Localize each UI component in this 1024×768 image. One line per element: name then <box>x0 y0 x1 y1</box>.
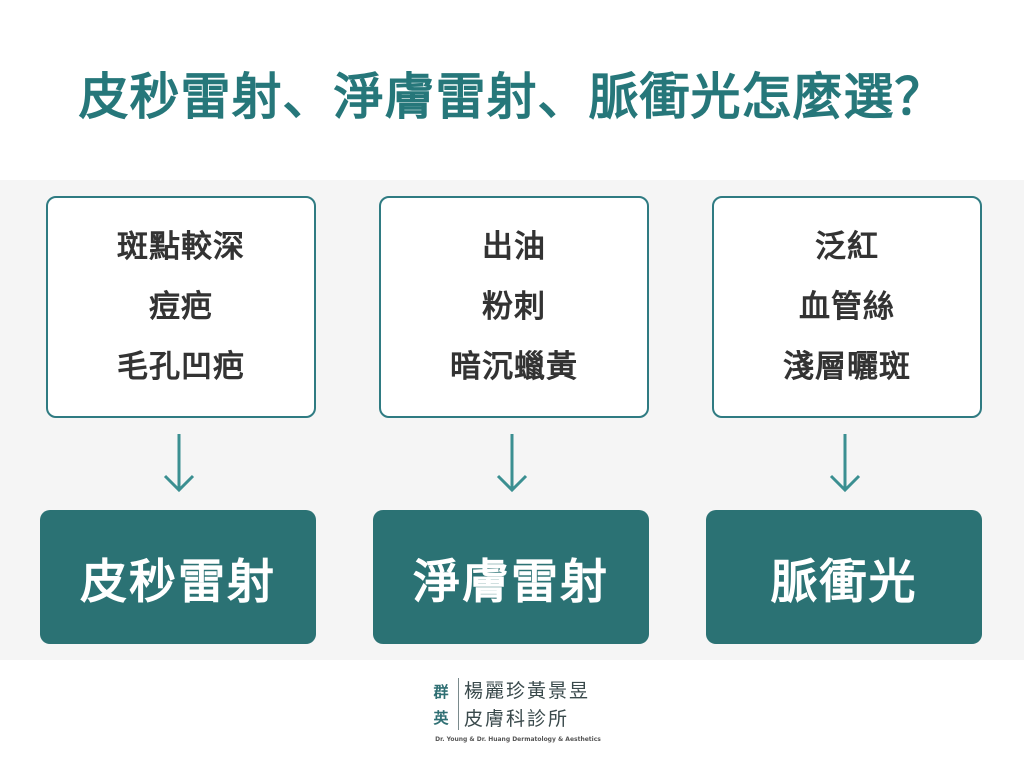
result-box-toning-laser: 淨膚雷射 <box>373 510 649 644</box>
symptom-item: 粉刺 <box>482 289 546 325</box>
clinic-logo: 群 英 楊麗珍黃景昱 皮膚科診所 Dr. Young & Dr. Huang D… <box>418 676 618 756</box>
result-label: 淨膚雷射 <box>413 554 609 610</box>
page-title: 皮秒雷射、淨膚雷射、脈衝光怎麼選？ <box>78 68 946 126</box>
symptom-box: 出油 粉刺 暗沉蠟黃 <box>379 196 649 418</box>
symptom-item: 泛紅 <box>815 229 879 265</box>
symptom-item: 痘疤 <box>149 289 213 325</box>
logo-english-name: Dr. Young & Dr. Huang Dermatology & Aest… <box>435 736 601 743</box>
symptom-item: 血管絲 <box>799 289 895 325</box>
result-box-ipl: 脈衝光 <box>706 510 982 644</box>
symptom-box: 斑點較深 痘疤 毛孔凹疤 <box>46 196 316 418</box>
logo-clinic-names: 楊麗珍黃景昱 <box>464 680 591 702</box>
symptom-box: 泛紅 血管絲 淺層曬斑 <box>712 196 982 418</box>
symptom-item: 出油 <box>482 229 546 265</box>
result-label: 脈衝光 <box>770 554 918 610</box>
symptom-item: 毛孔凹疤 <box>117 349 245 385</box>
symptom-item: 淺層曬斑 <box>783 349 911 385</box>
symptom-item: 斑點較深 <box>117 229 245 265</box>
arrow-down-icon <box>163 434 195 493</box>
logo-mark-bottom: 英 <box>433 709 449 727</box>
logo-divider <box>458 678 459 730</box>
logo-clinic-type: 皮膚科診所 <box>464 708 570 730</box>
symptom-item: 暗沉蠟黃 <box>450 349 578 385</box>
result-box-picosecond-laser: 皮秒雷射 <box>40 510 316 644</box>
logo-mark-top: 群 <box>433 683 449 701</box>
result-label: 皮秒雷射 <box>80 554 276 610</box>
arrow-down-icon <box>496 434 528 493</box>
arrow-down-icon <box>829 434 861 493</box>
